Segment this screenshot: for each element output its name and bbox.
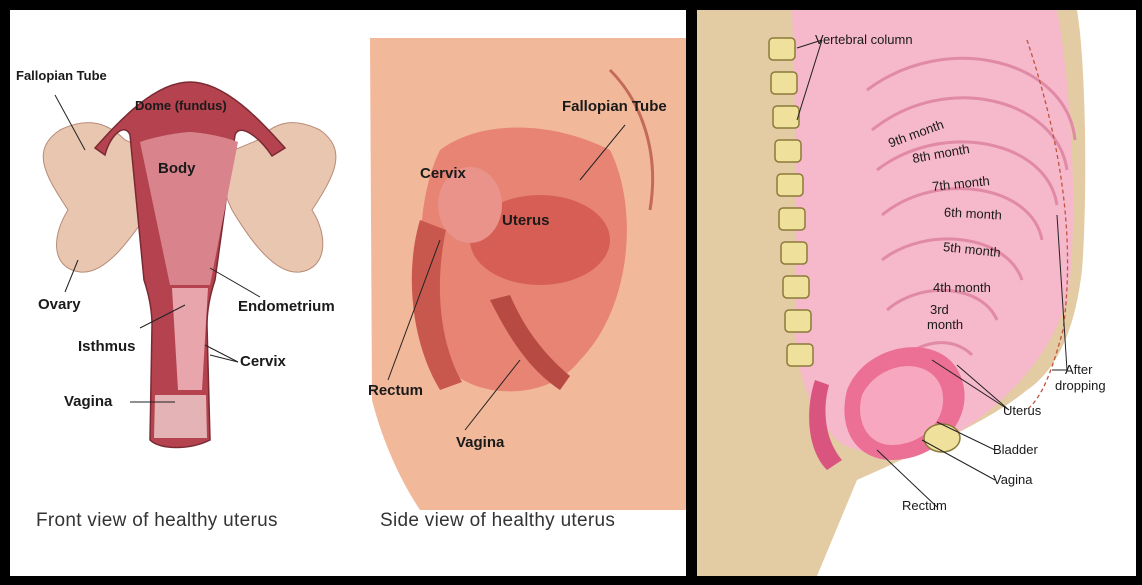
label-bladder: Bladder (993, 442, 1038, 457)
label-cervix-side: Cervix (420, 165, 466, 182)
label-vagina-front: Vagina (64, 393, 112, 410)
label-6th-month: 6th month (944, 204, 1003, 222)
caption-front-view: Front view of healthy uterus (36, 510, 278, 532)
label-uterus-side: Uterus (502, 212, 550, 229)
label-rectum-side: Rectum (368, 382, 423, 399)
label-isthmus: Isthmus (78, 338, 136, 355)
healthy-uterus-panel: Fallopian Tube Dome (fundus) Body Ovary … (10, 10, 686, 576)
label-ovary: Ovary (38, 296, 81, 313)
label-after-dropping-line1: After (1065, 362, 1092, 377)
label-dome: Dome (fundus) (135, 98, 227, 113)
label-3rd-month-line2: month (927, 317, 963, 332)
label-3rd-month-line1: 3rd (930, 302, 949, 317)
label-vagina-side: Vagina (456, 434, 504, 451)
label-cervix-front: Cervix (240, 353, 286, 370)
label-body: Body (158, 160, 196, 177)
pregnancy-growth-panel: Vertebral column 9th month 8th month 7th… (697, 10, 1136, 576)
label-after-dropping-line2: dropping (1055, 378, 1106, 393)
label-uterus-right: Uterus (1003, 403, 1041, 418)
caption-side-view: Side view of healthy uterus (380, 510, 615, 532)
label-fallopian-tube-side: Fallopian Tube (562, 98, 667, 115)
label-endometrium: Endometrium (238, 298, 335, 315)
label-rectum-right: Rectum (902, 498, 947, 513)
pregnancy-illustration (697, 10, 1136, 576)
label-vertebral-column: Vertebral column (815, 32, 913, 47)
anatomy-illustrations (10, 10, 686, 576)
label-vagina-right: Vagina (993, 472, 1033, 487)
label-fallopian-tube-front: Fallopian Tube (16, 68, 107, 83)
label-4th-month: 4th month (933, 280, 991, 295)
